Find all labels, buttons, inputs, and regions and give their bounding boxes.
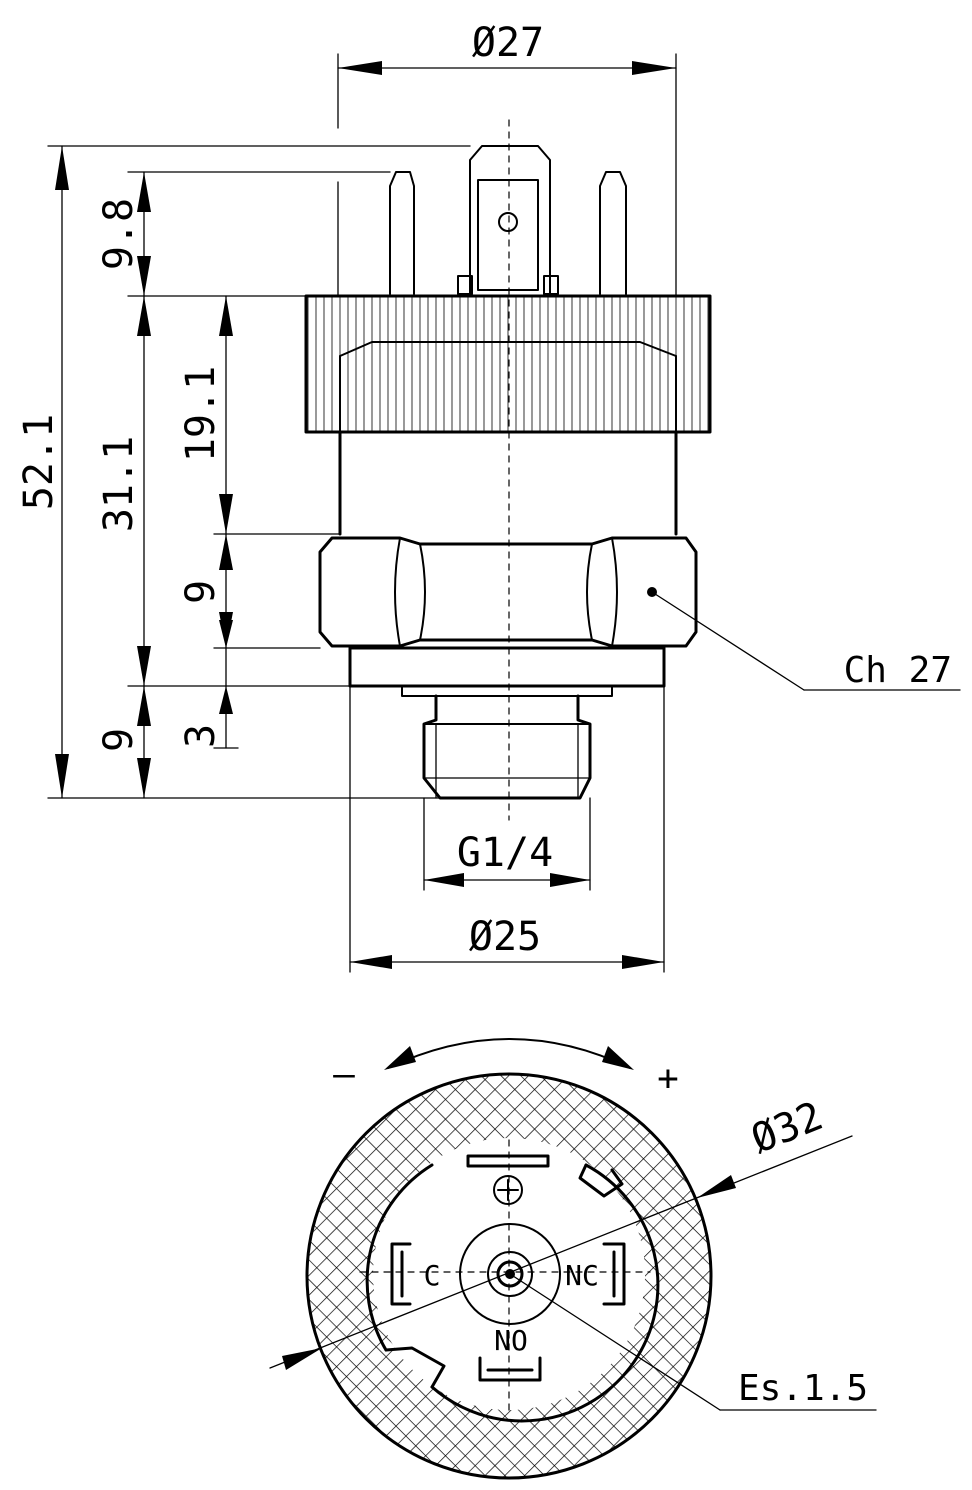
dim-top-diameter: Ø27	[337, 20, 677, 75]
contact-no	[478, 1356, 542, 1382]
side-view: Ø27 52.1 9.8 31.1 9	[16, 20, 961, 973]
base-diameter-label: Ø25	[469, 914, 541, 960]
callout-hex-size: Ch 27	[647, 587, 961, 691]
hex-height-label: 9	[178, 580, 224, 604]
collar-height-label: 3	[178, 724, 224, 748]
contact-nc	[602, 1242, 626, 1306]
threaded-port	[422, 694, 592, 800]
hex-size-label: Ch 27	[844, 650, 952, 691]
ground-symbol-icon	[493, 1175, 523, 1205]
collar	[348, 646, 666, 688]
washer	[401, 685, 613, 697]
head-height-label: 19.1	[178, 366, 224, 462]
terminal-no-label: NO	[494, 1324, 528, 1357]
rotation-minus-label: –	[333, 1054, 355, 1095]
thread-spec-label: G1/4	[457, 830, 553, 876]
top-diameter-label: Ø27	[472, 20, 544, 66]
rotation-plus-label: +	[657, 1058, 679, 1099]
body-height-label: 31.1	[96, 436, 142, 532]
plug-view: – +	[269, 1038, 877, 1480]
cable-gland-label: Es.1.5	[738, 1368, 868, 1409]
terminal-nc-label: NC	[565, 1259, 599, 1292]
knurled-head	[304, 294, 712, 434]
callout-cable-gland: Es.1.5	[509, 1273, 877, 1411]
terminal-c-label: C	[424, 1259, 441, 1292]
dim-base-diameter: Ø25	[349, 914, 665, 969]
center-bore	[459, 1223, 561, 1325]
connector-pins	[389, 145, 627, 295]
plug-contacts: C NC NO	[359, 1139, 651, 1411]
overall-height-label: 52.1	[16, 414, 62, 510]
contact-common	[390, 1242, 412, 1306]
thread-length-label: 9	[96, 728, 142, 752]
pin-height-label: 9.8	[96, 198, 142, 270]
dim-inner-column: 19.1 9 3	[178, 295, 239, 749]
dim-left-column: 9.8 31.1 9	[96, 171, 151, 799]
plug-diameter-label: Ø32	[745, 1093, 829, 1163]
dim-overall-height: 52.1	[16, 145, 69, 799]
hatched-ring	[305, 1072, 713, 1480]
extension-lines	[47, 53, 677, 973]
hex-nut	[318, 536, 698, 648]
dim-thread-spec: G1/4	[423, 830, 591, 887]
rotation-indicator: – +	[333, 1038, 679, 1099]
body-cylinder	[338, 430, 678, 536]
